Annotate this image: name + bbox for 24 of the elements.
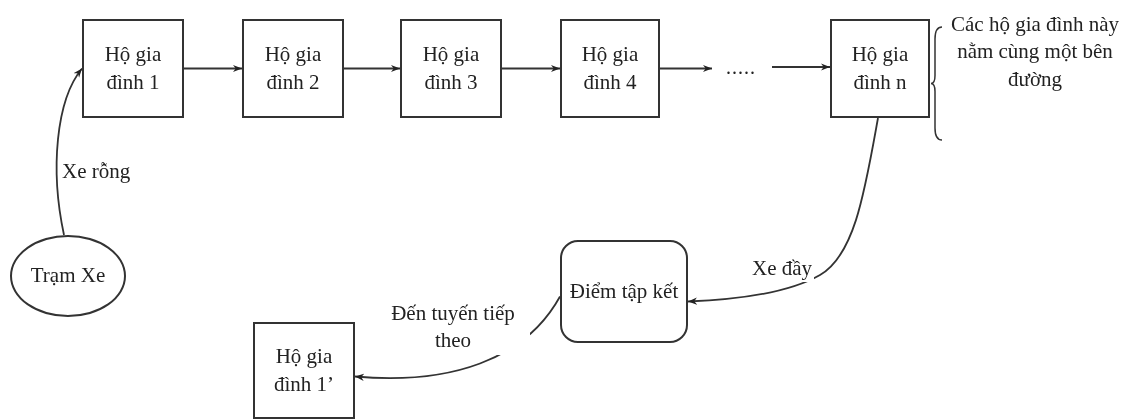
process-box xyxy=(242,19,344,118)
node-label: Hộ gia đình 2 xyxy=(263,41,323,96)
process-box xyxy=(830,19,930,118)
arrow xyxy=(771,63,831,71)
node-label: Hộ gia đình 1’ xyxy=(272,343,336,398)
node-label: Điểm tập kết xyxy=(568,277,680,305)
process-box xyxy=(82,19,184,118)
node-label: Trạm Xe xyxy=(29,262,107,290)
process-box xyxy=(560,19,660,118)
note-text: Các hộ gia đình này nằm cùng một bên đường xyxy=(950,11,1120,93)
arrow xyxy=(501,64,561,73)
node-label: Hộ gia đình n xyxy=(850,41,910,96)
node-label: Hộ gia đình 4 xyxy=(580,41,640,96)
process-box xyxy=(253,322,355,419)
ellipsis-text: ..... xyxy=(716,52,766,82)
arrow xyxy=(687,117,879,305)
node-label: Hộ gia đình 1 xyxy=(103,41,163,96)
node-label: Hộ gia đình 3 xyxy=(421,41,481,96)
process-box xyxy=(400,19,502,118)
arrow xyxy=(55,67,83,236)
arrow xyxy=(659,64,713,73)
arrow xyxy=(343,64,401,73)
arrow xyxy=(183,64,243,73)
collection-point-box xyxy=(560,240,688,343)
